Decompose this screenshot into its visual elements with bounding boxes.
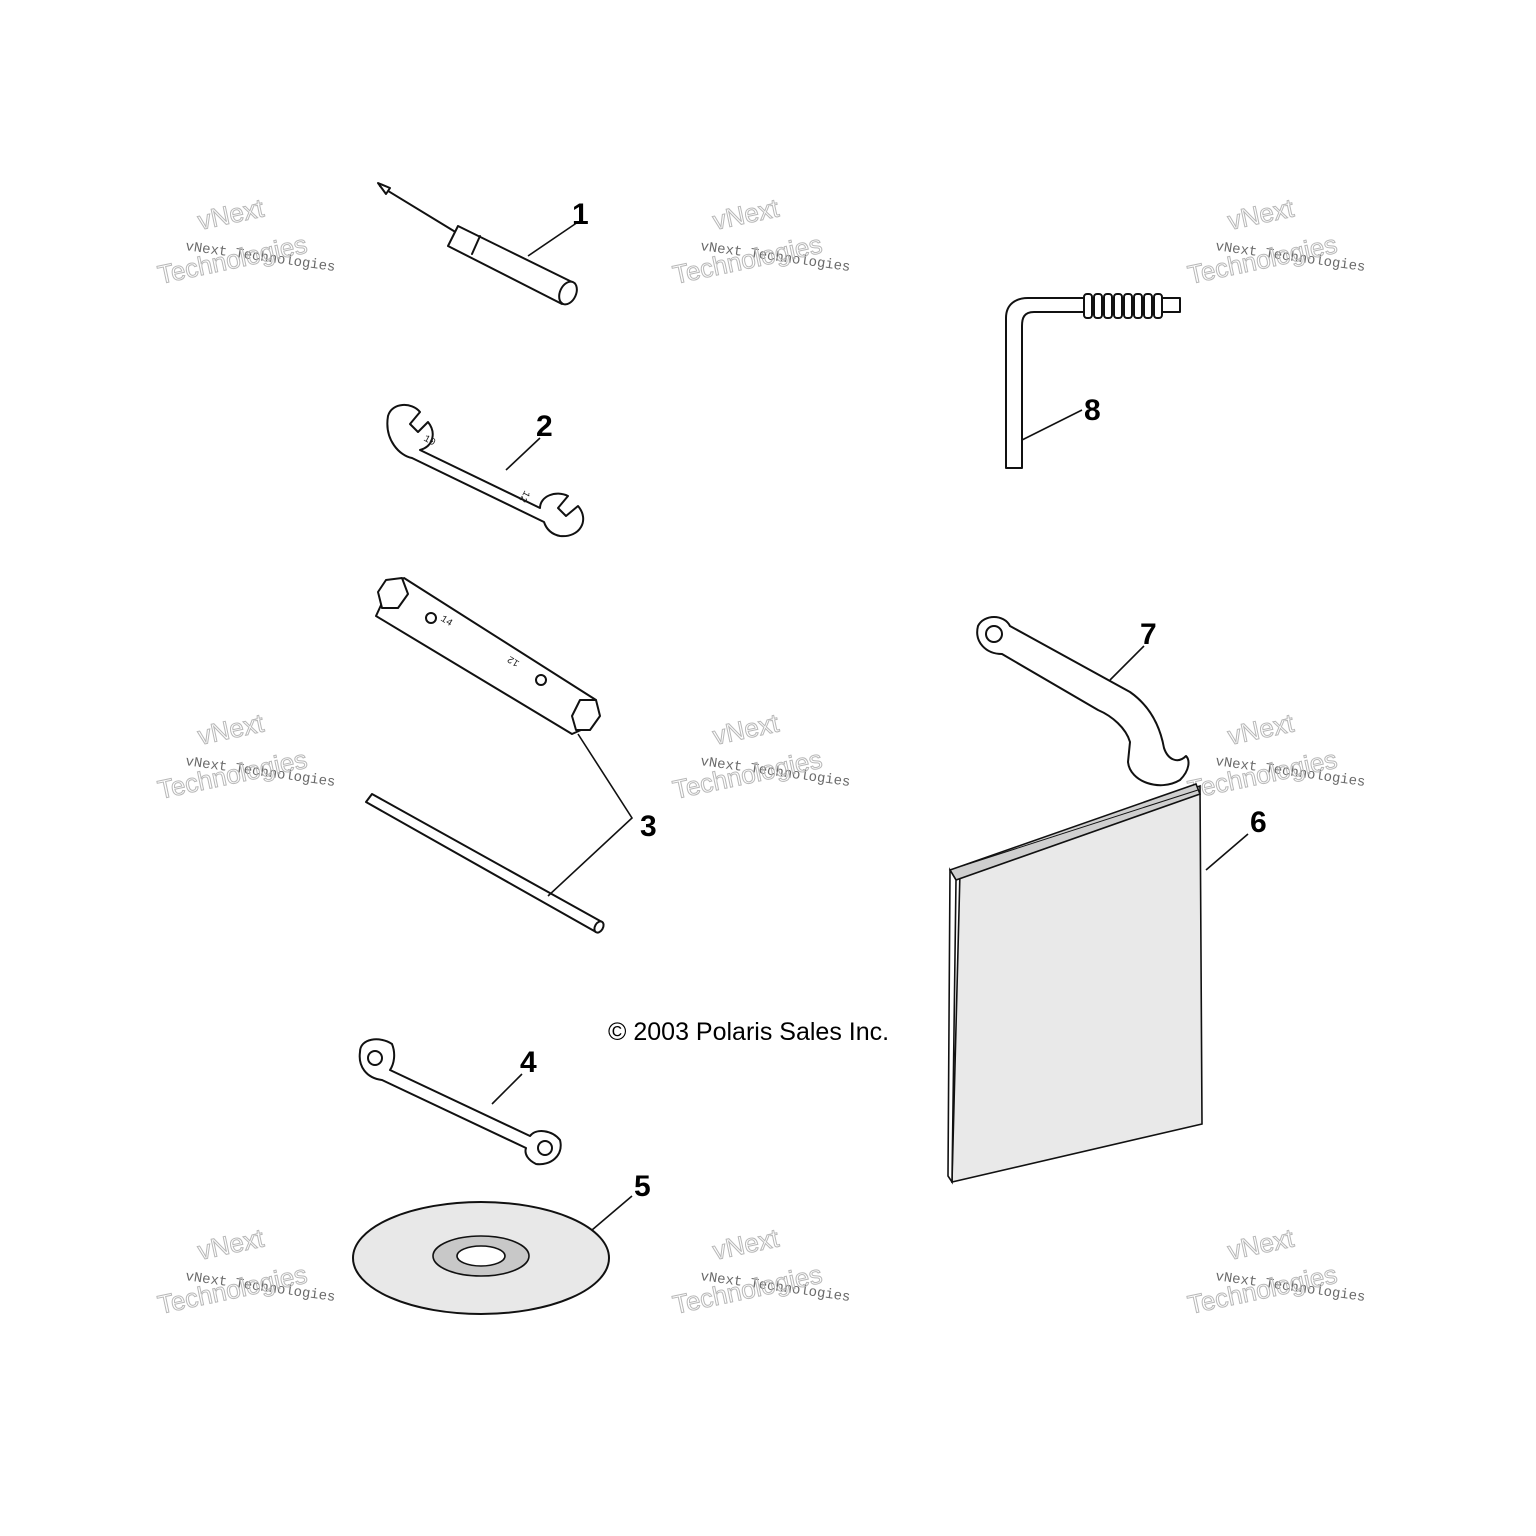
watermark: vNext vNext Technologies Technologies	[1185, 707, 1367, 805]
leader-line-5	[591, 1195, 633, 1231]
callout-6: 6	[1250, 806, 1267, 839]
svg-text:vNext: vNext	[710, 1223, 782, 1266]
svg-text:Technologies: Technologies	[1185, 1259, 1340, 1320]
svg-text:Technologies: Technologies	[670, 744, 825, 805]
tube-socket-wrench-and-tommy-bar-icon: 14 12	[365, 577, 605, 934]
leader-line-8	[1021, 409, 1083, 441]
callout-8: 8	[1084, 394, 1101, 427]
callout-5: 5	[634, 1170, 651, 1203]
svg-text:vNext: vNext	[195, 1223, 267, 1266]
svg-text:14: 14	[438, 614, 454, 630]
owners-manual-booklet-icon	[947, 782, 1203, 1185]
copyright-notice: © 2003 Polaris Sales Inc.	[608, 1018, 889, 1046]
svg-text:vNext: vNext	[195, 708, 267, 751]
svg-text:Technologies: Technologies	[155, 744, 310, 805]
grip-ridges	[1083, 293, 1163, 319]
svg-text:vNext: vNext	[710, 708, 782, 751]
callout-1: 1	[572, 198, 589, 231]
callout-4: 4	[520, 1046, 537, 1079]
cd-disc-icon	[352, 1201, 610, 1315]
leader-line-4	[491, 1073, 523, 1105]
svg-text:vNext: vNext	[1225, 193, 1297, 236]
svg-text:vNext: vNext	[710, 193, 782, 236]
svg-text:Technologies: Technologies	[155, 229, 310, 290]
spanner-wrench-icon	[976, 616, 1190, 787]
watermark: vNext vNext Technologies Technologies	[670, 192, 852, 290]
svg-text:12: 12	[506, 652, 522, 668]
callout-7: 7	[1140, 618, 1157, 651]
watermark: vNext vNext Technologies Technologies	[670, 1222, 852, 1320]
leader-line-7	[1109, 645, 1145, 681]
svg-text:Technologies: Technologies	[1185, 229, 1340, 290]
svg-text:Technologies: Technologies	[155, 1259, 310, 1320]
l-handle-tool-icon	[1005, 293, 1181, 469]
box-wrench-icon	[358, 1038, 562, 1166]
svg-text:10: 10	[421, 434, 437, 449]
leader-line-1	[527, 221, 579, 257]
svg-text:Technologies: Technologies	[670, 1259, 825, 1320]
svg-text:vNext: vNext	[195, 193, 267, 236]
svg-text:12: 12	[516, 488, 531, 504]
leader-line-3	[547, 733, 634, 897]
svg-text:Technologies: Technologies	[1185, 744, 1340, 805]
watermark: vNext vNext Technologies Technologies	[155, 707, 337, 805]
leader-line-6	[1205, 833, 1249, 871]
watermark: vNext vNext Technologies Technologies	[155, 1222, 337, 1320]
leader-line-2	[505, 437, 541, 471]
open-end-wrench-icon: 10 12	[386, 404, 585, 538]
svg-text:vNext: vNext	[1225, 1223, 1297, 1266]
watermark: vNext vNext Technologies Technologies	[670, 707, 852, 805]
watermark: vNext vNext Technologies Technologies	[155, 192, 337, 290]
svg-text:vNext: vNext	[1225, 708, 1297, 751]
watermark: vNext vNext Technologies Technologies	[1185, 192, 1367, 290]
callout-3: 3	[640, 810, 657, 843]
watermark: vNext vNext Technologies Technologies	[1185, 1222, 1367, 1320]
callout-2: 2	[536, 410, 553, 443]
screwdriver-icon	[377, 182, 578, 306]
svg-text:Technologies: Technologies	[670, 229, 825, 290]
